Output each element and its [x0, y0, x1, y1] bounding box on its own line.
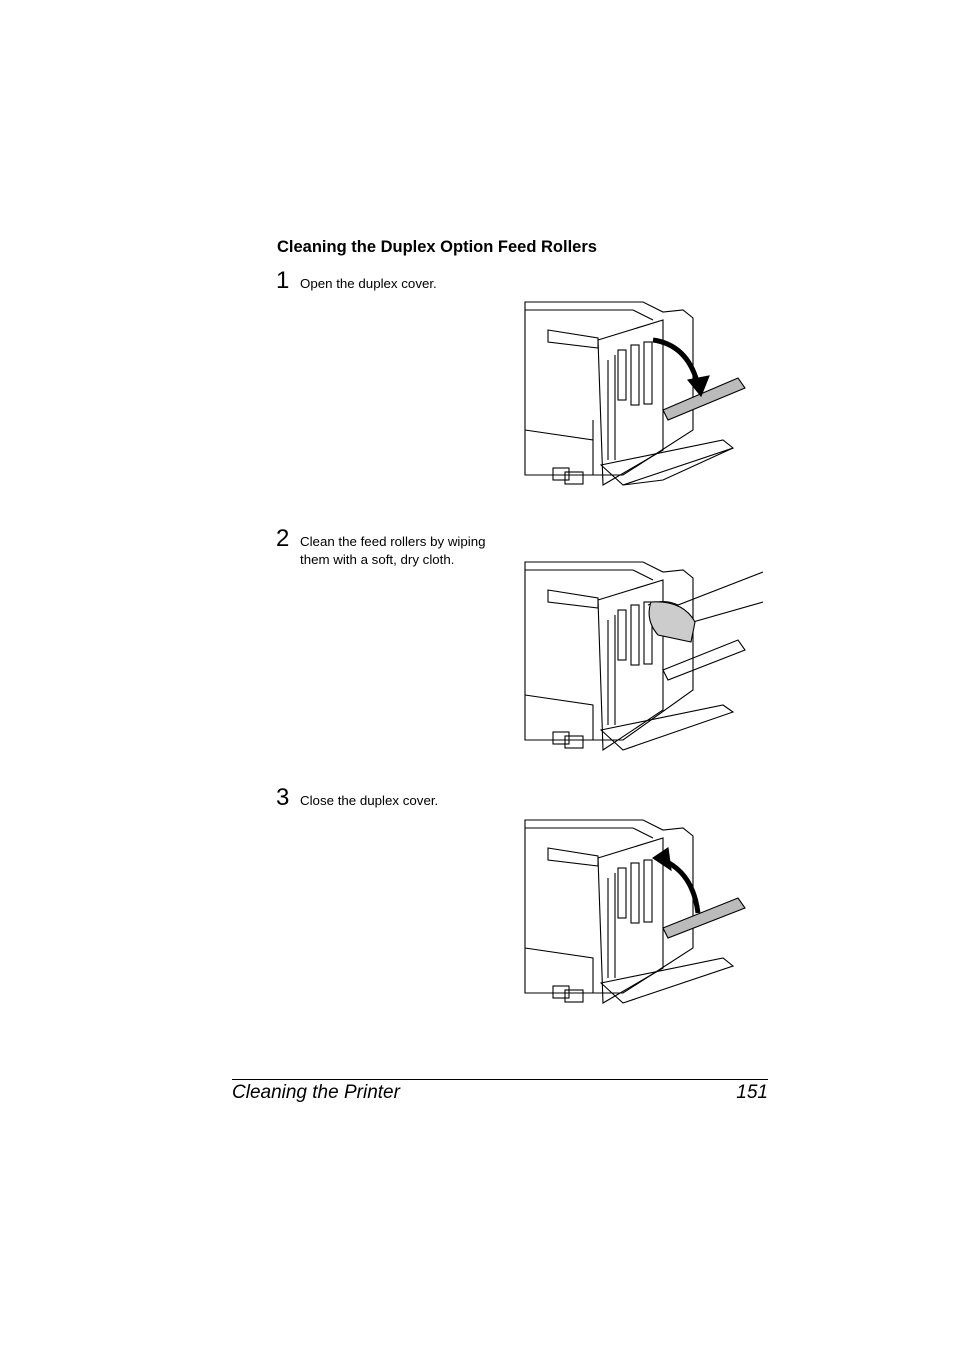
footer-chapter: Cleaning the Printer [232, 1082, 400, 1103]
step-1-number: 1 [276, 267, 290, 294]
step-3-text: Close the duplex cover. [300, 793, 439, 808]
step-1-illustration [523, 300, 768, 490]
step-2-text-line2: them with a soft, dry cloth. [300, 552, 455, 567]
step-2-text-line1: Clean the feed rollers by wiping [300, 534, 486, 549]
section-heading: Cleaning the Duplex Option Feed Rollers [277, 238, 597, 256]
step-2-illustration [523, 560, 768, 755]
step-3-number: 3 [276, 784, 290, 811]
footer-page-number: 151 [736, 1082, 768, 1103]
footer-rule [232, 1079, 768, 1080]
step-2-number: 2 [276, 525, 290, 552]
step-3-illustration [523, 818, 768, 1008]
step-1-text: Open the duplex cover. [300, 276, 437, 291]
